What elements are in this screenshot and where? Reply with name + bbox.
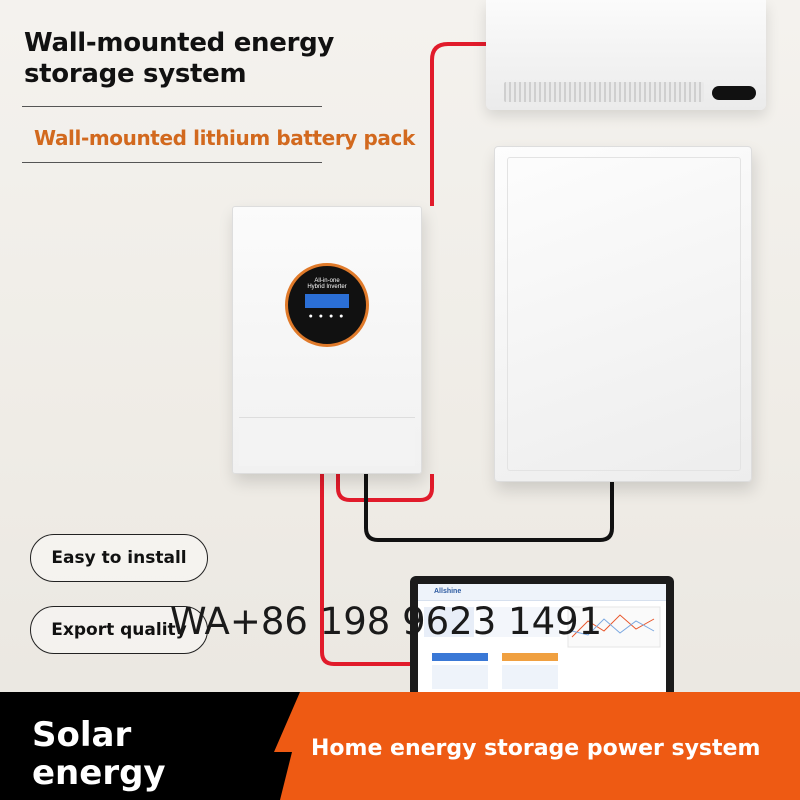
- title-line-1: Wall-mounted energy: [24, 28, 335, 58]
- feature-export-quality: Export quality: [30, 606, 208, 654]
- monitoring-dashboard: Allshine: [418, 584, 666, 694]
- banner-solar-line-1: Solar: [32, 715, 132, 755]
- laptop-monitor: Allshine: [410, 576, 674, 694]
- divider-top: [22, 106, 322, 107]
- subtitle: Wall-mounted lithium battery pack: [34, 126, 415, 150]
- inverter-display: All-in-one Hybrid Inverter ● ● ● ●: [285, 263, 369, 347]
- feature-easy-to-install: Easy to install: [30, 534, 208, 582]
- banner-home-energy-text: Home energy storage power system: [311, 736, 761, 761]
- dashboard-brand: Allshine: [418, 584, 666, 601]
- hybrid-inverter: All-in-one Hybrid Inverter ● ● ● ●: [232, 206, 422, 474]
- title-line-2: storage system: [24, 59, 247, 89]
- red-cable-side: [336, 474, 434, 502]
- banner-solar-energy: Solar energy: [32, 716, 166, 792]
- dashboard-graphics: [424, 606, 661, 689]
- page-title: Wall-mounted energy storage system: [24, 28, 334, 90]
- air-conditioner: [486, 0, 766, 110]
- banner-solar-line-2: energy: [32, 753, 166, 793]
- black-cable: [364, 474, 614, 542]
- battery-front-panel: [507, 157, 741, 471]
- red-cable-down: [320, 474, 412, 666]
- inverter-bottom-cover: [239, 417, 415, 466]
- banner-right-panel: [274, 692, 800, 800]
- lithium-battery-pack: [494, 146, 752, 482]
- inverter-lcd: [305, 294, 349, 308]
- inverter-display-title: All-in-one Hybrid Inverter: [307, 278, 347, 290]
- divider-bottom: [22, 162, 322, 163]
- air-conditioner-display: [712, 86, 756, 100]
- red-cable-top: [430, 42, 486, 206]
- inverter-buttons: ● ● ● ●: [308, 313, 346, 320]
- contact-watermark: WA+86 198 9623 1491: [170, 600, 603, 643]
- air-conditioner-grill: [504, 82, 704, 102]
